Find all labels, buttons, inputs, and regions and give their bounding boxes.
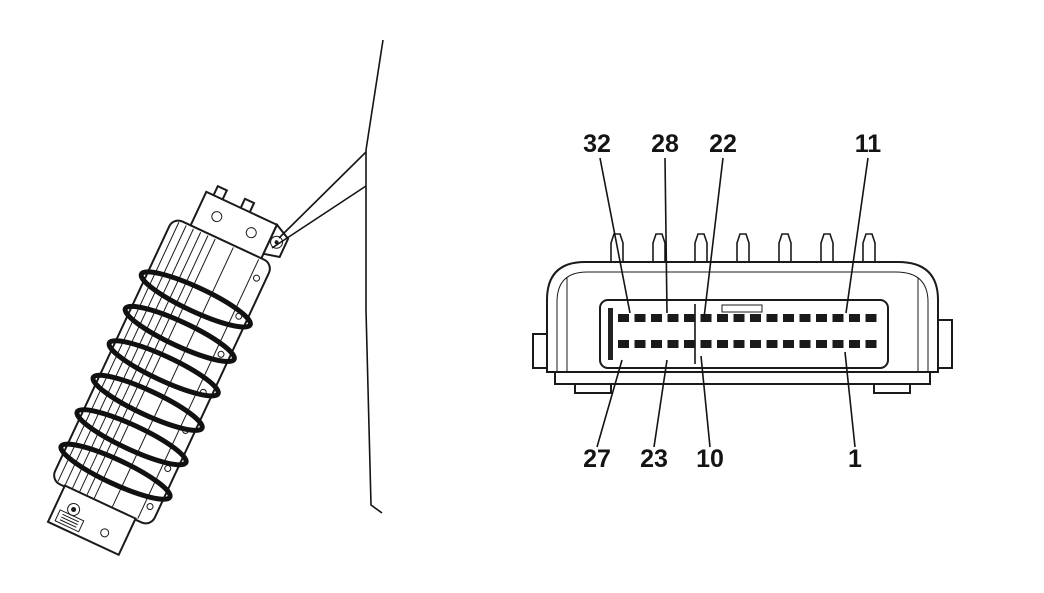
terminal-pin xyxy=(766,314,778,322)
product-label xyxy=(54,509,85,533)
leader-pin-11 xyxy=(845,157,869,314)
terminal-pin xyxy=(634,340,646,348)
terminal-pin xyxy=(733,314,745,322)
terminal-pin xyxy=(733,340,745,348)
terminal-pin xyxy=(618,340,629,348)
detail-leader-upper xyxy=(278,151,367,239)
terminal-pin xyxy=(865,314,877,322)
housing-foot-left xyxy=(574,383,612,394)
cooling-fins xyxy=(57,221,260,519)
terminal-pin xyxy=(717,314,728,322)
bolt-heads xyxy=(146,274,261,511)
connector-detail-view: 32 28 22 11 27 23 10 1 xyxy=(532,130,953,473)
pin-label-23: 23 xyxy=(640,445,668,473)
module-body xyxy=(53,219,271,525)
terminal-pin xyxy=(651,340,662,348)
terminal-pin xyxy=(832,314,844,322)
connector-face xyxy=(599,299,889,369)
terminal-pin xyxy=(618,314,629,322)
terminal-pin xyxy=(684,340,695,348)
terminal-pin xyxy=(799,340,811,348)
terminal-pin xyxy=(849,314,860,322)
housing-side-tab-right xyxy=(937,319,953,369)
leader-pin-27 xyxy=(596,359,623,448)
terminal-pin xyxy=(651,314,662,322)
leader-pin-1 xyxy=(844,351,856,448)
pin-label-27: 27 xyxy=(583,445,611,473)
housing-base xyxy=(547,371,938,394)
pin-label-28: 28 xyxy=(651,130,679,158)
mounting-bracket-top xyxy=(188,190,290,261)
terminal-pin xyxy=(783,314,794,322)
terminal-pin xyxy=(865,340,877,348)
detail-callout-line xyxy=(271,39,384,514)
mounting-bracket-bottom xyxy=(46,484,137,557)
leader-pin-32 xyxy=(599,157,631,314)
pin-label-10: 10 xyxy=(696,445,724,473)
leader-pin-23 xyxy=(653,359,668,448)
terminal-pin xyxy=(717,340,728,348)
amplifier-module-view xyxy=(46,184,290,557)
terminal-pin xyxy=(634,314,646,322)
terminal-pin xyxy=(667,314,679,322)
pin-label-1: 1 xyxy=(848,445,862,473)
detail-leader-lower xyxy=(271,185,367,249)
leader-pin-28 xyxy=(664,157,668,314)
terminal-row-bottom xyxy=(618,340,877,348)
terminal-pin xyxy=(783,340,794,348)
callout-leaders-bottom xyxy=(596,351,856,448)
terminal-pin xyxy=(750,340,761,348)
housing-foot-right xyxy=(873,383,911,394)
leader-pin-10 xyxy=(700,355,711,448)
terminal-pin xyxy=(816,340,827,348)
face-key-bar xyxy=(608,308,613,360)
terminal-pin xyxy=(700,314,712,322)
terminal-pin xyxy=(766,340,778,348)
terminal-pin xyxy=(816,314,827,322)
terminal-pin xyxy=(700,340,712,348)
pin-label-32: 32 xyxy=(583,130,611,158)
pin-label-11: 11 xyxy=(855,130,882,158)
keying-slot xyxy=(721,304,763,313)
callout-labels: 32 28 22 11 27 23 10 1 xyxy=(583,130,881,473)
terminal-pin xyxy=(750,314,761,322)
housing-side-tab-left xyxy=(532,333,548,369)
terminal-pin xyxy=(832,340,844,348)
terminal-row-top xyxy=(618,314,877,322)
pin-label-22: 22 xyxy=(709,130,737,158)
callout-leaders-top xyxy=(599,157,869,319)
terminal-pin xyxy=(684,314,695,322)
leader-pin-22 xyxy=(703,157,724,319)
terminal-pin xyxy=(799,314,811,322)
terminal-pin xyxy=(667,340,679,348)
clamp-bands xyxy=(58,269,253,502)
terminal-pin xyxy=(849,340,860,348)
